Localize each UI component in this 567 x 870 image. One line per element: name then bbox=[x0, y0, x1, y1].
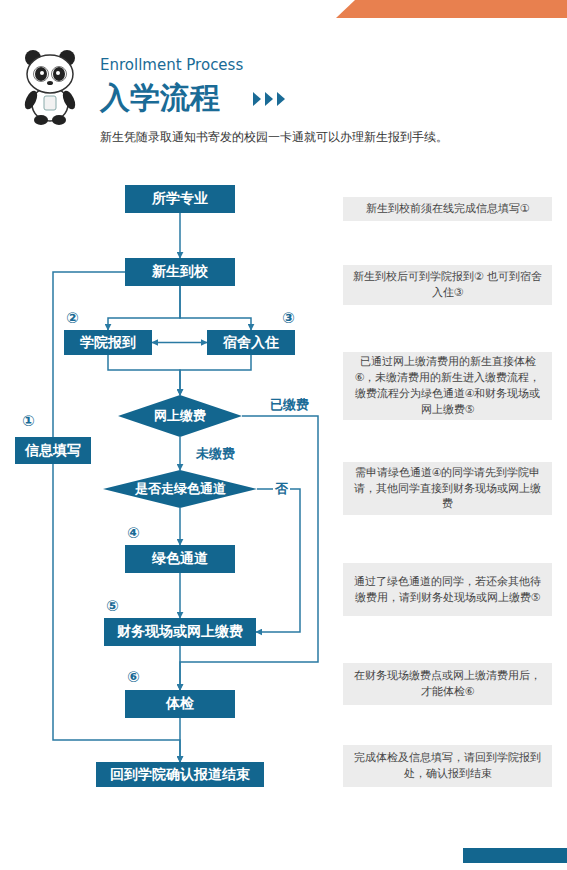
node-text: 是否走绿色通道 bbox=[135, 480, 226, 498]
note-box: 通过了绿色通道的同学，若还余其他待缴费用，请到财务处现场或网上缴费⑤ bbox=[343, 563, 552, 616]
callout-number: ④ bbox=[127, 524, 140, 542]
flow-connector bbox=[108, 286, 180, 330]
callout-number: ⑥ bbox=[127, 668, 140, 686]
note-box: 需申请绿色通道④的同学请先到学院申请，其他同学直接到财务现场或网上缴费 bbox=[343, 462, 552, 515]
flow-connector bbox=[179, 573, 181, 618]
node-text: 在财务现场缴费点或网上缴清费用后，才能体检⑥ bbox=[351, 668, 544, 700]
edge-label: 未缴费 bbox=[194, 445, 237, 463]
node-text: 通过了绿色通道的同学，若还余其他待缴费用，请到财务处现场或网上缴费⑤ bbox=[351, 574, 544, 606]
node-text: 绿色通道 bbox=[152, 550, 208, 568]
flow-connector bbox=[179, 213, 181, 258]
title-chevrons bbox=[253, 92, 285, 106]
process-box: 绿色通道 bbox=[125, 545, 235, 573]
process-box: 学院报到 bbox=[64, 330, 152, 355]
process-box: 财务现场或网上缴费 bbox=[104, 618, 256, 646]
node-text: 完成体检及信息填写，请回到学院报到处，确认报到结束 bbox=[351, 750, 544, 782]
diamond-shape bbox=[103, 470, 257, 508]
flow-connector bbox=[179, 718, 181, 762]
page-caption: 新生凭随录取通知书寄发的校园一卡通就可以办理新生报到手续。 bbox=[100, 129, 448, 146]
node-text: 新生到校前须在线完成信息填写① bbox=[366, 201, 530, 217]
flow-connector bbox=[179, 437, 181, 470]
flow-connector bbox=[256, 489, 300, 632]
node-text: 宿舍入住 bbox=[223, 334, 279, 352]
corner-band bbox=[336, 0, 567, 18]
process-box: 宿舍入住 bbox=[207, 330, 295, 355]
note-box: 新生到校后可到学院报到② 也可到宿舍入住③ bbox=[343, 265, 552, 305]
decision-diamond: 网上缴费 bbox=[118, 395, 242, 437]
node-text: 所学专业 bbox=[152, 190, 208, 208]
node-text: 新生到校 bbox=[152, 263, 208, 281]
corner-bar bbox=[463, 848, 567, 863]
note-box: 新生到校前须在线完成信息填写① bbox=[343, 197, 552, 221]
note-box: 完成体检及信息填写，请回到学院报到处，确认报到结束 bbox=[343, 745, 552, 787]
node-text: 网上缴费 bbox=[154, 407, 206, 425]
flow-connector bbox=[108, 355, 180, 395]
flow-connector bbox=[180, 355, 251, 395]
node-text: 学院报到 bbox=[80, 334, 136, 352]
callout-number: ② bbox=[66, 309, 79, 327]
note-box: 在财务现场缴费点或网上缴清费用后，才能体检⑥ bbox=[343, 663, 552, 705]
flow-connector bbox=[179, 646, 181, 690]
decision-diamond: 是否走绿色通道 bbox=[103, 470, 257, 508]
subtitle: Enrollment Process bbox=[100, 56, 243, 74]
edge-label: 否 bbox=[273, 480, 290, 498]
node-text: 信息填写 bbox=[25, 442, 81, 460]
flow-connector bbox=[180, 286, 251, 330]
node-text: 财务现场或网上缴费 bbox=[117, 623, 243, 641]
panda-illustration bbox=[22, 50, 78, 125]
node-text: 需申请绿色通道④的同学请先到学院申请，其他同学直接到财务现场或网上缴费 bbox=[351, 465, 544, 513]
flow-connector bbox=[152, 342, 207, 344]
process-box: 新生到校 bbox=[125, 258, 235, 286]
process-box: 回到学院确认报道结束 bbox=[96, 762, 264, 787]
note-box: 已通过网上缴清费用的新生直接体检⑥，未缴清费用的新生进入缴费流程，缴费流程分为绿… bbox=[343, 352, 552, 420]
node-text: 已通过网上缴清费用的新生直接体检⑥，未缴清费用的新生进入缴费流程，缴费流程分为绿… bbox=[351, 354, 544, 418]
page-title: 入学流程 bbox=[100, 78, 220, 119]
edge-label: 已缴费 bbox=[268, 396, 311, 414]
process-box: 体检 bbox=[125, 690, 235, 718]
node-text: 新生到校后可到学院报到② 也可到宿舍入住③ bbox=[351, 269, 544, 301]
callout-number: ⑤ bbox=[106, 597, 119, 615]
diamond-shape bbox=[118, 395, 242, 437]
callout-number: ③ bbox=[282, 309, 295, 327]
flow-connector bbox=[179, 508, 181, 545]
node-text: 回到学院确认报道结束 bbox=[110, 766, 250, 784]
callout-number: ① bbox=[22, 412, 35, 430]
process-box: 信息填写 bbox=[15, 437, 91, 464]
process-box: 所学专业 bbox=[125, 185, 235, 213]
node-text: 体检 bbox=[166, 695, 194, 713]
